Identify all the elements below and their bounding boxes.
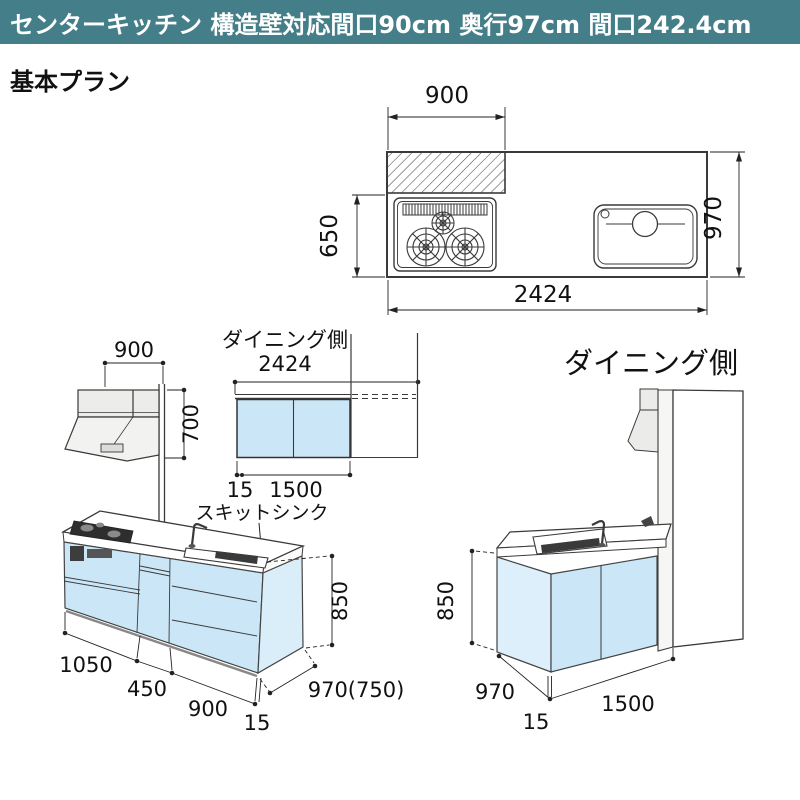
mid-elevation: ダイニング側 2424 15 1500 スキットシンク [195,328,421,562]
mid-side-label: ダイニング側 [222,328,348,352]
grill-vent-icon [402,203,488,216]
sink-iso [183,523,269,569]
plan-dim-right: 970 [701,196,727,240]
cabinet-end-face [257,555,304,675]
range-hood-elevation: 900 700 [64,338,203,522]
sink-callout-label: スキットシンク [195,502,328,524]
plan-dim-top: 900 [425,83,469,109]
right-iso-dim-15: 15 [523,710,550,734]
sink-rack [215,551,258,564]
grill-door [70,546,84,561]
left-iso-dimensions [62,553,335,707]
sink-iso [532,516,654,555]
mid-dimensions [234,461,353,478]
faucet-hole-icon [600,209,610,219]
plan-dimensions [352,107,745,315]
range-hood-icon [64,389,160,462]
mid-dim-back: 15 [227,478,254,502]
left-iso-dim-depth: 970(750) [308,678,405,702]
hood-dimensions [102,360,187,461]
left-iso-dim-450: 450 [127,677,167,701]
mid-dim-cabinet: 1500 [269,478,322,502]
range-hood-iso [627,388,659,453]
hood-control-panel [100,443,124,453]
wall-panel-side [657,389,674,652]
toe-kick-shadow [65,609,258,678]
right-iso-dimensions [469,548,676,702]
cabinet-divisions [63,553,258,644]
left-iso-dim-height: 850 [328,581,352,621]
plan-dim-left: 650 [317,214,343,258]
right-iso-dim-width: 1500 [601,692,654,716]
right-iso-dim-height: 850 [434,581,458,621]
gas-cooktop-plan [393,197,497,272]
structural-wall-hatch [386,151,506,194]
right-isometric-view: ダイニング側 [434,346,744,734]
header-bar: センターキッチン 構造壁対応間口90cm 奥行97cm 間口242.4cm [0,0,800,44]
right-iso-dim-depth: 970 [475,680,515,704]
faucet-icon [591,520,606,545]
wall-panel-front [672,389,744,648]
hood-dim-width: 900 [114,338,154,362]
counter-accessory [641,516,654,527]
right-side-label: ダイニング側 [564,346,738,380]
cooktop-controls [87,549,112,558]
left-iso-dim-15: 15 [244,711,271,735]
plan-subtitle: 基本プラン [10,68,130,96]
burner-right-icon [445,227,485,267]
burner-small-icon [431,211,455,235]
mid-dim-total: 2424 [258,352,311,376]
cooktop-iso [69,520,134,561]
cabinet-end-face [496,556,552,673]
sink-plan [593,204,698,269]
plan-dim-bottom: 2424 [514,282,573,308]
faucet-icon [190,523,208,546]
left-iso-dim-900: 900 [188,697,228,721]
hood-dim-height: 700 [179,404,203,444]
cabinet-front-face [550,555,658,673]
left-isometric-view: 1050 450 900 15 970(750) 850 [59,510,405,735]
sink-rack [541,538,600,553]
left-iso-dim-1050: 1050 [59,653,112,677]
page-title: センターキッチン 構造壁対応間口90cm 奥行97cm 間口242.4cm [10,10,752,39]
burner-left-icon [406,227,446,267]
plan-view: 900 650 2424 970 [317,83,745,315]
